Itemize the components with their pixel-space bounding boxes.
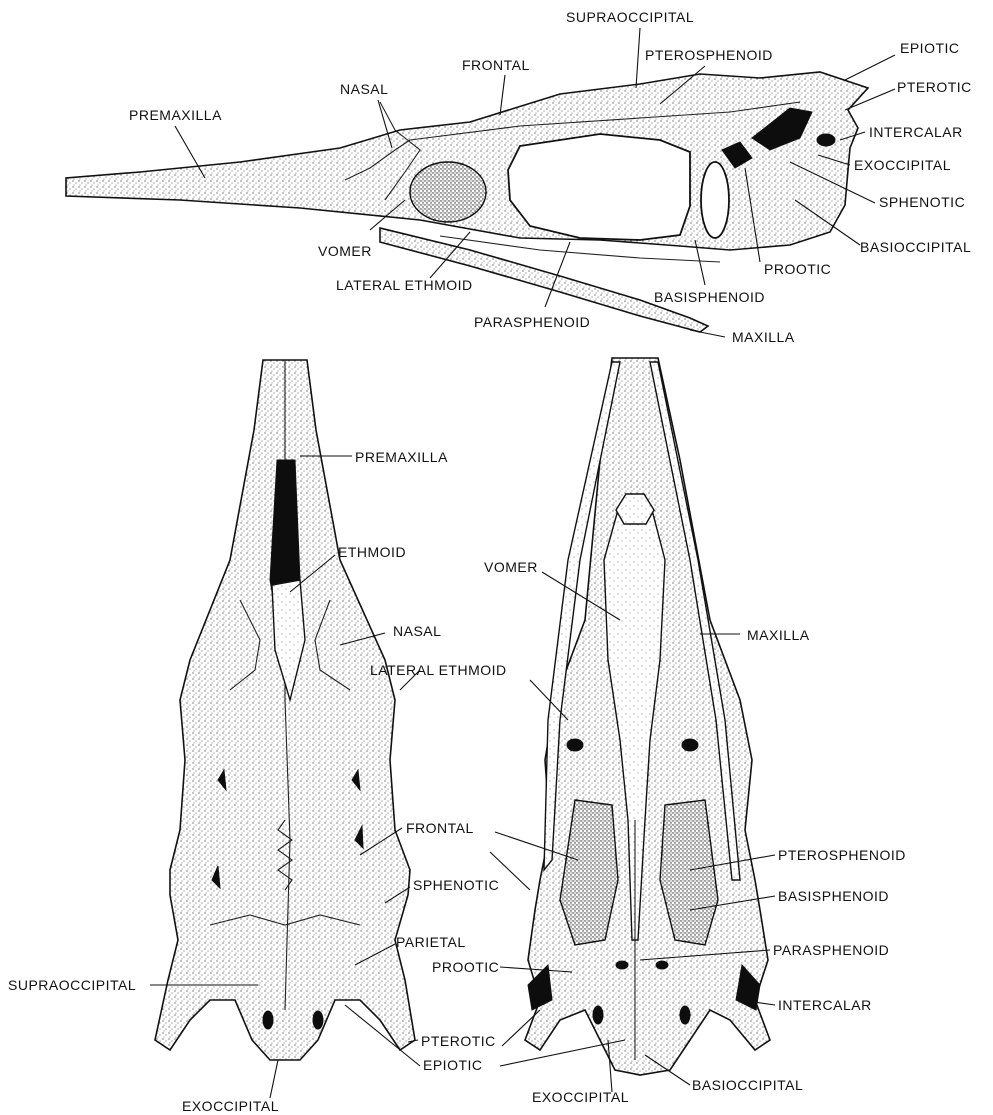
ventral-label-intercalar: INTERCALAR: [778, 997, 872, 1013]
lateral-label-exoccipital: EXOCCIPITAL: [854, 157, 951, 173]
lateral-label-epiotic: EPIOTIC: [900, 40, 960, 56]
ventral-foramen-3: [616, 961, 628, 969]
lateral-label-pterotic: PTEROTIC: [897, 79, 972, 95]
dorsal-label-nasal: NASAL: [393, 623, 441, 639]
lateral-label-pterosphenoid: PTEROSPHENOID: [645, 47, 773, 63]
lateral-label-lateral-ethmoid: LATERAL ETHMOID: [336, 277, 473, 293]
lateral-label-supraoccipital: SUPRAOCCIPITAL: [566, 9, 694, 25]
dorsal-label-epiotic: EPIOTIC: [423, 1057, 483, 1073]
dorsal-label-premaxilla: PREMAXILLA: [355, 449, 448, 465]
dorsal-exoccipital-pore-right: [313, 1011, 323, 1029]
lateral-label-parasphenoid: PARASPHENOID: [474, 314, 590, 330]
lateral-label-sphenotic: SPHENOTIC: [879, 194, 965, 210]
lateral-label-maxilla: MAXILLA: [732, 329, 795, 345]
ventral-label-basisphenoid: BASISPHENOID: [778, 888, 889, 904]
lateral-label-basisphenoid: BASISPHENOID: [654, 289, 765, 305]
lateral-label-vomer: VOMER: [318, 243, 372, 259]
dorsal-label-pterotic: PTEROTIC: [421, 1033, 496, 1049]
ventral-label-exoccipital: EXOCCIPITAL: [532, 1089, 629, 1105]
ventral-fossa-left: [567, 739, 583, 751]
ventral-label-parasphenoid: PARASPHENOID: [773, 942, 889, 958]
lateral-ethmoid-boss: [410, 162, 486, 222]
ventral-foramen-2: [680, 1006, 690, 1024]
ventral-foramen-4: [656, 961, 668, 969]
lateral-fossa-3: [817, 134, 835, 146]
dorsal-label-supraoccipital: SUPRAOCCIPITAL: [8, 977, 136, 993]
lateral-label-prootic: PROOTIC: [764, 261, 831, 277]
lateral-orbit: [508, 134, 690, 240]
ventral-label-pterosphenoid: PTEROSPHENOID: [778, 847, 906, 863]
dorsal-label-sphenotic: SPHENOTIC: [413, 877, 499, 893]
ventral-foramen-1: [593, 1006, 603, 1024]
lateral-label-premaxilla: PREMAXILLA: [129, 107, 222, 123]
dorsal-view: [155, 360, 415, 1060]
dorsal-label-ethmoid: ETHMOID: [338, 544, 406, 560]
ventral-label-vomer: VOMER: [484, 559, 538, 575]
dorsal-label-lateral-ethmoid: LATERAL ETHMOID: [370, 662, 507, 678]
ventral-label-maxilla: MAXILLA: [747, 627, 810, 643]
dorsal-label-frontal: FRONTAL: [406, 820, 474, 836]
ventral-label-basioccipital: BASIOCCIPITAL: [692, 1077, 803, 1093]
dorsal-label-parietal: PARIETAL: [396, 934, 466, 950]
dorsal-label-exoccipital: EXOCCIPITAL: [182, 1098, 279, 1114]
lateral-label-nasal: NASAL: [340, 81, 388, 97]
ventral-view: [525, 358, 770, 1075]
lateral-label-basioccipital: BASIOCCIPITAL: [860, 239, 971, 255]
ventral-fossa-right: [682, 739, 698, 751]
lateral-label-intercalar: INTERCALAR: [869, 124, 963, 140]
lateral-foramen: [701, 162, 729, 238]
ventral-label-prootic: PROOTIC: [432, 959, 499, 975]
dorsal-exoccipital-pore-left: [263, 1011, 273, 1029]
lateral-label-frontal: FRONTAL: [462, 57, 530, 73]
